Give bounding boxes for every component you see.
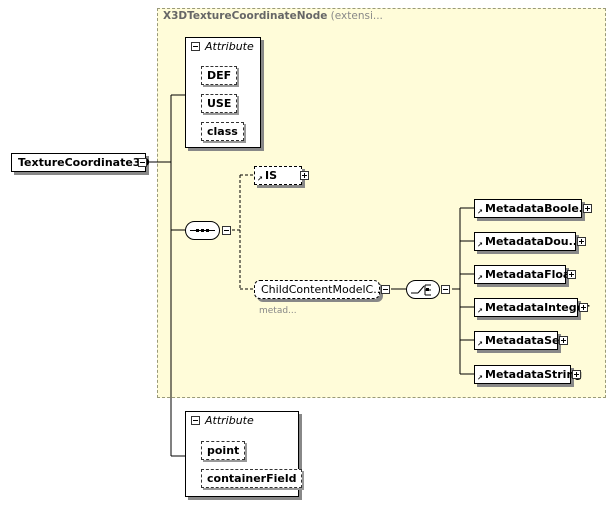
sequence-icon [190, 229, 215, 232]
choice-icon [411, 284, 431, 296]
metadata-float-expand-icon[interactable] [567, 270, 576, 279]
reference-arrow-icon: ↗ [477, 208, 483, 216]
child-content-model-group[interactable]: ChildContentModelC... [254, 280, 384, 299]
attribute-point[interactable]: point [201, 441, 246, 460]
extension-title-rest: (extensi... [327, 10, 383, 22]
is-expand-icon[interactable] [300, 171, 309, 180]
child-content-note: metad... [259, 306, 297, 316]
attribute-container-field[interactable]: containerField [201, 469, 303, 488]
reference-arrow-icon: ↗ [477, 307, 483, 315]
attribute-group-bottom-header: Attribute [205, 414, 254, 427]
attribute-def[interactable]: DEF [201, 66, 238, 85]
sequence-collapse-icon[interactable] [222, 226, 231, 235]
metadata-float-element[interactable]: ↗ MetadataFloat [474, 265, 576, 284]
texture-coordinate-3d-element[interactable]: TextureCoordinate3D [11, 153, 150, 172]
reference-arrow-icon: ↗ [477, 241, 483, 249]
metadata-set-expand-icon[interactable] [559, 336, 568, 345]
metadata-double-label: MetadataDou... [485, 235, 582, 248]
metadata-boolean-expand-icon[interactable] [583, 204, 592, 213]
attribute-group-top-header: Attribute [205, 40, 254, 53]
metadata-string-element[interactable]: ↗ MetadataString [474, 365, 582, 384]
attribute-use[interactable]: USE [201, 94, 238, 113]
attribute-group-top-collapse-icon[interactable] [191, 42, 200, 51]
reference-arrow-icon: ↗ [257, 175, 263, 183]
child-content-collapse-icon[interactable] [381, 285, 390, 294]
sequence-compositor[interactable] [185, 221, 220, 240]
metadata-string-label: MetadataString [485, 368, 583, 381]
extension-group-title: X3DTextureCoordinateNode (extensi... [163, 10, 383, 22]
reference-arrow-icon: ↗ [477, 374, 483, 382]
metadata-float-label: MetadataFloat [485, 268, 576, 281]
child-content-label: ChildContentModelC... [261, 283, 384, 296]
choice-compositor[interactable] [406, 280, 440, 299]
is-element[interactable]: ↗ IS [254, 166, 302, 185]
metadata-integer-label: MetadataInteger [485, 301, 590, 314]
metadata-set-element[interactable]: ↗ MetadataSet [474, 331, 565, 350]
is-element-label: IS [265, 169, 278, 182]
reference-arrow-icon: ↗ [477, 340, 483, 348]
metadata-double-element[interactable]: ↗ MetadataDou... [474, 232, 581, 251]
root-element-label: TextureCoordinate3D [18, 156, 150, 169]
collapse-icon[interactable] [138, 158, 147, 167]
metadata-double-expand-icon[interactable] [577, 237, 586, 246]
extension-title-bold: X3DTextureCoordinateNode [163, 10, 328, 22]
attribute-group-bottom-collapse-icon[interactable] [191, 416, 200, 425]
metadata-string-expand-icon[interactable] [572, 370, 581, 379]
attribute-class[interactable]: class [201, 122, 244, 141]
metadata-integer-expand-icon[interactable] [579, 303, 588, 312]
reference-arrow-icon: ↗ [477, 274, 483, 282]
choice-collapse-icon[interactable] [441, 285, 450, 294]
metadata-integer-element[interactable]: ↗ MetadataInteger [474, 298, 589, 317]
metadata-boolean-element[interactable]: ↗ MetadataBoole... [474, 199, 591, 218]
metadata-set-label: MetadataSet [485, 334, 565, 347]
metadata-boolean-label: MetadataBoole... [485, 202, 592, 215]
